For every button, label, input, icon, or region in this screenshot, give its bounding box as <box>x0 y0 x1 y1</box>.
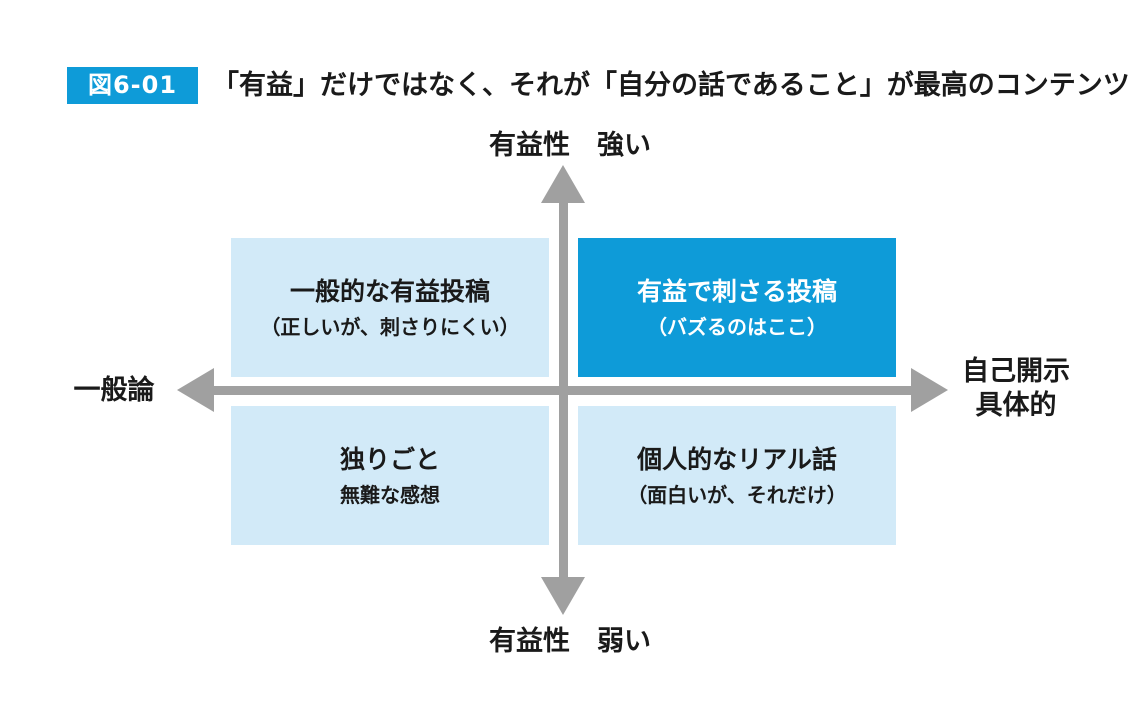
vertical-axis-line <box>559 196 568 584</box>
quadrant-bottom-right-title: 個人的なリアル話 <box>637 444 837 474</box>
figure-title: 「有益」だけではなく、それが「自分の話であること」が最高のコンテンツ <box>212 70 1130 101</box>
quadrant-top-right-title: 有益で刺さる投稿 <box>636 276 837 306</box>
figure-number-badge: 図6-01 <box>67 67 198 104</box>
quadrant-bottom-right-note: （面白いが、それだけ） <box>627 482 847 507</box>
axis-label-left: 一般論 <box>73 375 155 406</box>
quadrant-bottom-left-title: 独りごと <box>339 444 440 474</box>
axis-label-top: 有益性 強い <box>489 130 651 161</box>
down-arrow-head <box>541 577 585 615</box>
axis-label-right: 自己開示 具体的 <box>950 355 1082 423</box>
right-arrow-head <box>911 368 948 412</box>
axis-label-right-line1: 自己開示 <box>962 356 1070 387</box>
up-arrow-head <box>541 165 585 203</box>
axis-label-bottom: 有益性 弱い <box>489 626 651 657</box>
axis-label-right-line2: 具体的 <box>975 390 1057 421</box>
quadrant-top-left: 一般的な有益投稿 （正しいが、刺さりにくい） <box>231 238 549 377</box>
quadrant-bottom-left: 独りごと 無難な感想 <box>231 406 549 545</box>
quadrant-top-left-title: 一般的な有益投稿 <box>289 276 490 306</box>
quadrant-bottom-left-note: 無難な感想 <box>340 482 440 507</box>
left-arrow-head <box>177 368 214 412</box>
quadrant-top-left-note: （正しいが、刺さりにくい） <box>260 314 520 339</box>
quadrant-top-right-note: （バズるのはここ） <box>647 314 827 339</box>
horizontal-axis-line <box>208 386 918 395</box>
quadrant-top-right: 有益で刺さる投稿 （バズるのはここ） <box>578 238 896 377</box>
quadrant-bottom-right: 個人的なリアル話 （面白いが、それだけ） <box>578 406 896 545</box>
